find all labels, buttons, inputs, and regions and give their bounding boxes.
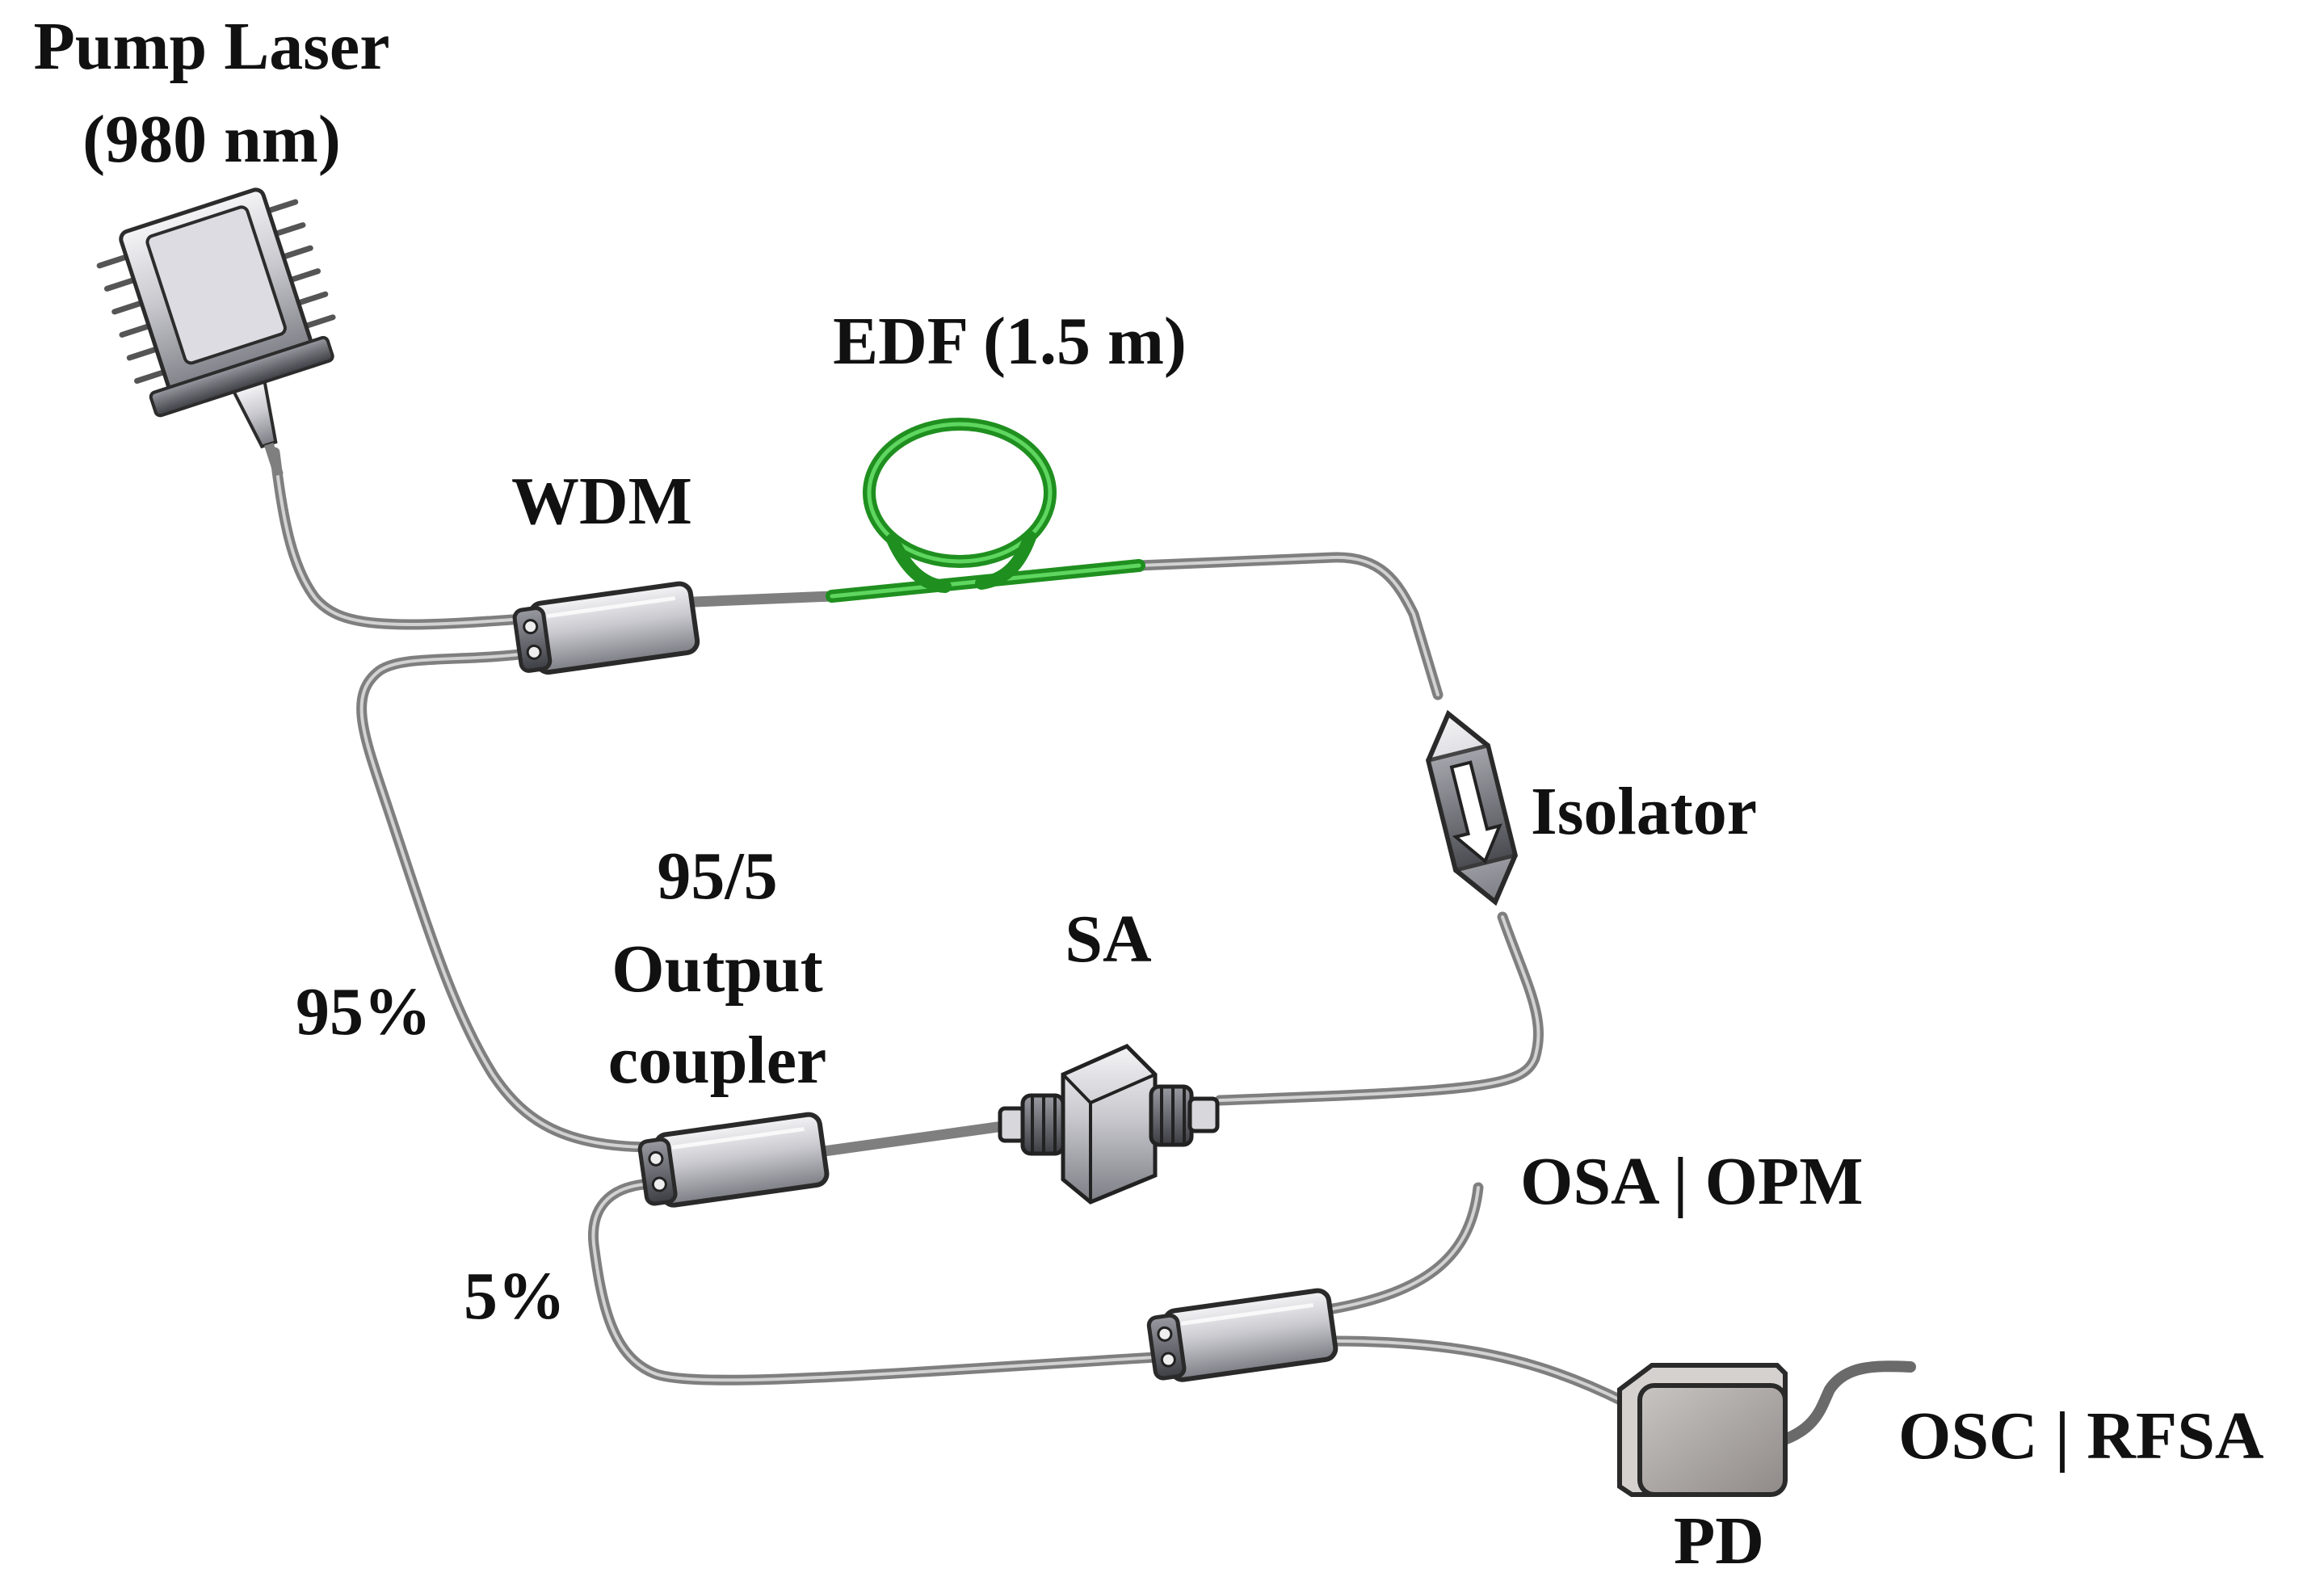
output-splitter [1146,1288,1339,1382]
pump-fiber [269,447,539,630]
pd-fiber [1327,1335,1629,1407]
output-coupler [637,1112,830,1208]
isolator-arrow-icon [1449,760,1502,864]
edf-label: EDF (1.5 m) [833,304,1187,379]
saturable-absorber [998,1044,1220,1205]
pd-label: PD [1674,1503,1764,1579]
port-5-label: 5% [464,1259,565,1334]
photodetector [1617,1363,1788,1497]
edf-coil [826,418,1145,603]
wdm-to-edf-fiber [689,591,838,608]
isolator [1426,709,1518,906]
edf-to-isolator-fiber [1133,552,1444,700]
isolator-to-sa-fiber [1214,911,1544,1106]
port-95-label: 95% [296,974,431,1049]
sa-to-coupler-fiber [818,1121,1003,1157]
coupler-output-label: Output [611,931,822,1007]
coupler-ratio-label: 95/5 [657,839,777,914]
coupler-name-label: coupler [608,1023,827,1098]
wdm-coupler [512,581,700,675]
osc-rfsa-label: OSC | RFSA [1898,1398,2264,1474]
pump-laser-label: Pump Laser [34,9,390,84]
sa-label: SA [1065,902,1152,977]
labels: Pump Laser (980 nm) EDF (1.5 m) WDM Isol… [34,9,2264,1579]
pump-wavelength-label: (980 nm) [82,102,341,177]
fiber-network [269,447,1916,1448]
output-5-fiber [587,1178,1161,1385]
isolator-label: Isolator [1531,774,1757,849]
pd-cable [1771,1360,1916,1448]
wdm-label: WDM [511,464,692,539]
osa-opm-label: OSA | OPM [1520,1144,1864,1219]
pump-laser-module [96,187,336,477]
